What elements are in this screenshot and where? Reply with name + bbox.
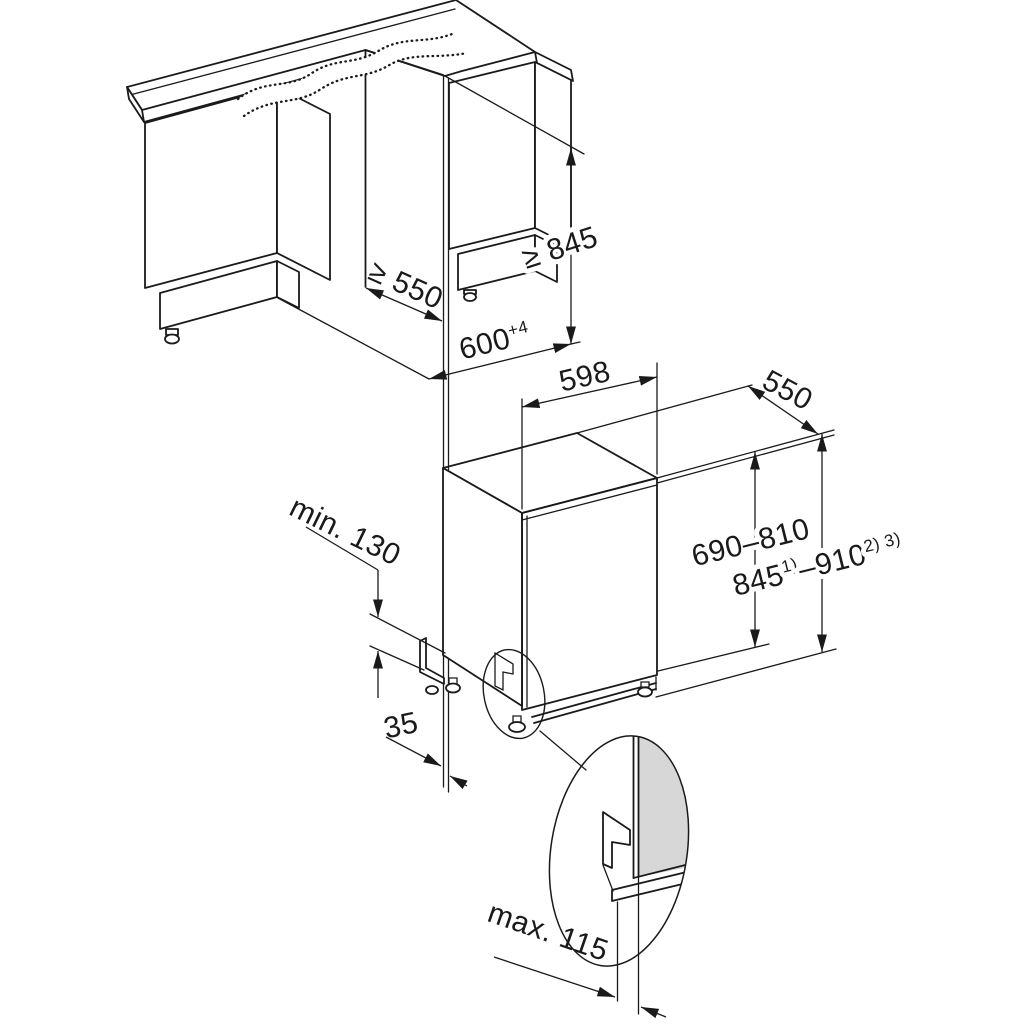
appliance-body <box>442 432 658 733</box>
adjustable-foot <box>445 677 461 694</box>
cabinet-foot <box>164 333 180 345</box>
dim-appliance-width: 598 <box>521 355 658 510</box>
dim-appliance-height: 690–810 <box>683 452 818 647</box>
niche-depth-label: ≥ 550 <box>364 255 448 317</box>
dim-niche-depth: ≥ 550 <box>364 255 448 322</box>
break-line <box>236 32 469 118</box>
door-panel <box>521 477 658 711</box>
adjustable-foot <box>637 681 653 698</box>
side-offset-label: 35 <box>381 706 421 745</box>
dim-appliance-depth: 550 <box>576 364 835 484</box>
right-cabinet <box>448 61 572 302</box>
plinth-depth-label: max. 115 <box>484 896 613 968</box>
niche-width-label: 600+4 <box>456 317 534 366</box>
plinth-bracket-magnified <box>602 811 631 869</box>
base-strip-magnified <box>611 869 696 902</box>
detail-callout-small <box>482 648 546 740</box>
appliance-bottom-reference <box>657 643 770 672</box>
dim-side-offset: 35 <box>381 706 468 790</box>
niche-top-view: ≥ 550 600+4 ≥ 845 <box>126 0 607 380</box>
floor-reference-line <box>277 297 430 380</box>
floor-reference <box>655 648 837 698</box>
appliance-view: 598 550 690–810 8451)–9102) 3) <box>284 355 908 790</box>
detail-connector-line <box>539 730 587 771</box>
left-cabinet <box>144 86 331 345</box>
plinth-bracket <box>494 651 514 692</box>
plinth-clearance-label: min. 130 <box>284 491 405 573</box>
adjacent-plinth-bracket <box>419 637 445 695</box>
cabinet-foot <box>463 292 477 302</box>
plinth-detail-content <box>602 725 705 902</box>
door-panel-magnified <box>638 725 705 877</box>
detail-callout-large <box>548 735 690 967</box>
appliance-width-label: 598 <box>556 355 614 399</box>
appliance-depth-label: 550 <box>757 364 818 417</box>
niche-opening <box>364 49 444 288</box>
adjustable-foot <box>508 715 526 733</box>
